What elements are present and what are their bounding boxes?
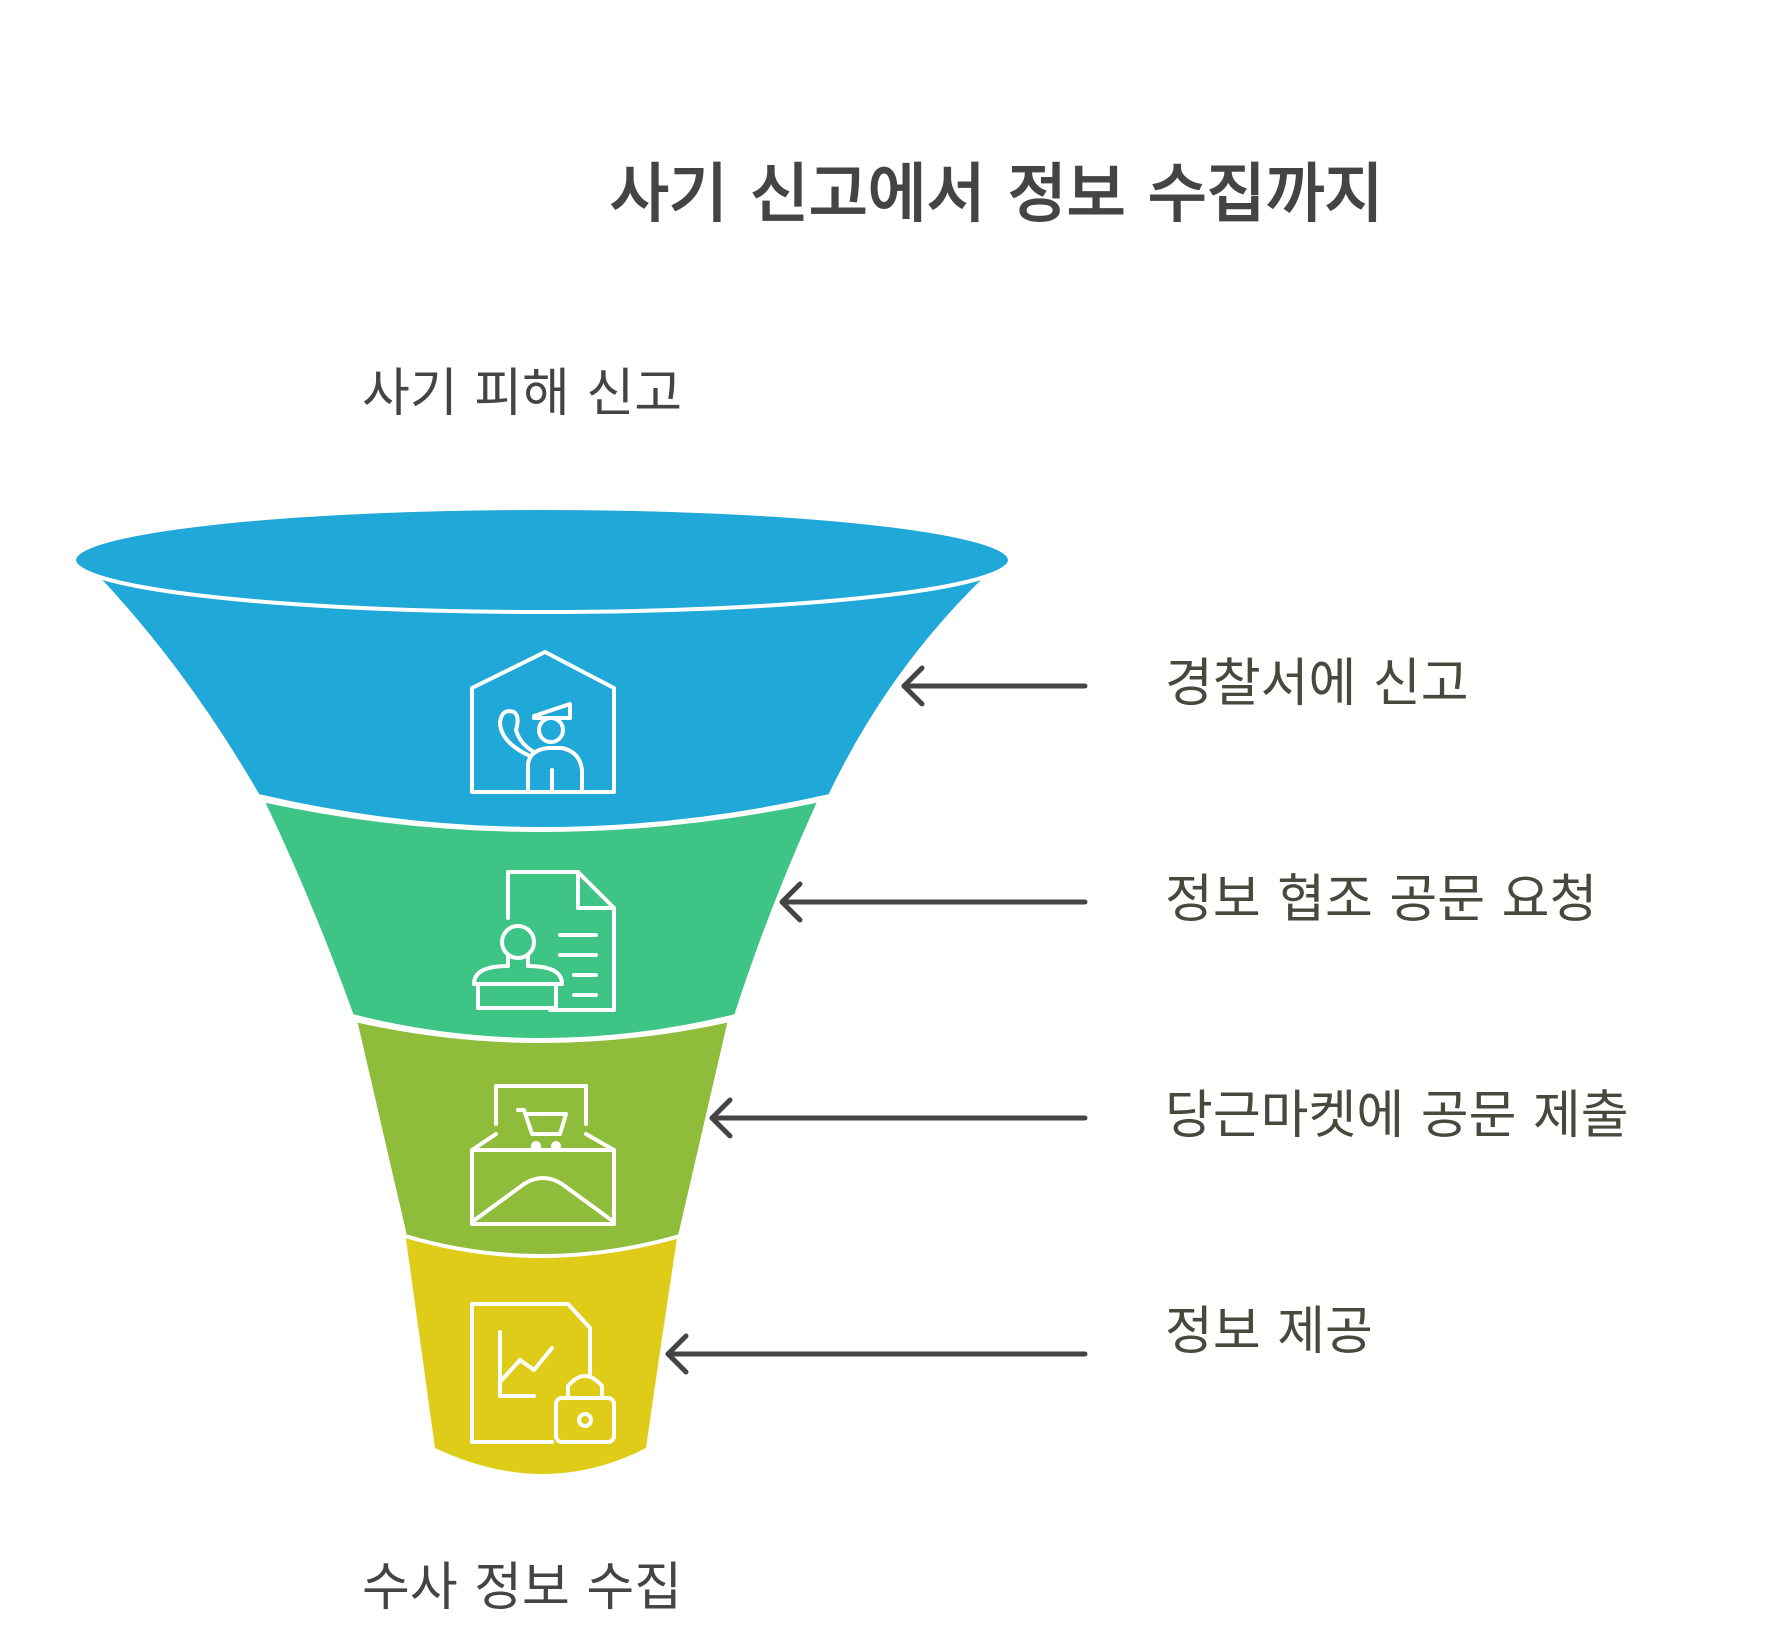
- funnel-segment-4: [405, 1232, 678, 1474]
- funnel-rim: [72, 506, 1012, 614]
- arrow-2: [779, 881, 1088, 923]
- funnel-segment-2: [258, 797, 824, 1042]
- arrow-1: [901, 665, 1088, 707]
- locked-chart-file-icon: [470, 1302, 616, 1444]
- document-stamp-icon: [472, 870, 616, 1012]
- funnel-bottom-label: 수사 정보 수집: [362, 1558, 683, 1618]
- envelope-cart-icon: [470, 1084, 616, 1226]
- stage-1-label: 경찰서에 신고: [1165, 654, 1469, 714]
- stage-2-label: 정보 협조 공문 요청: [1165, 870, 1598, 930]
- arrow-3: [709, 1097, 1088, 1139]
- police-station-icon: [470, 650, 616, 794]
- arrow-4: [665, 1333, 1088, 1375]
- stage-3-label: 당근마켓에 공문 제출: [1165, 1086, 1629, 1146]
- funnel-segment-3: [352, 1017, 733, 1258]
- diagram-title: 사기 신고에서 정보 수집까지: [610, 158, 1384, 232]
- funnel-top-label: 사기 피해 신고: [362, 364, 683, 424]
- stage-4-label: 정보 제공: [1165, 1302, 1373, 1362]
